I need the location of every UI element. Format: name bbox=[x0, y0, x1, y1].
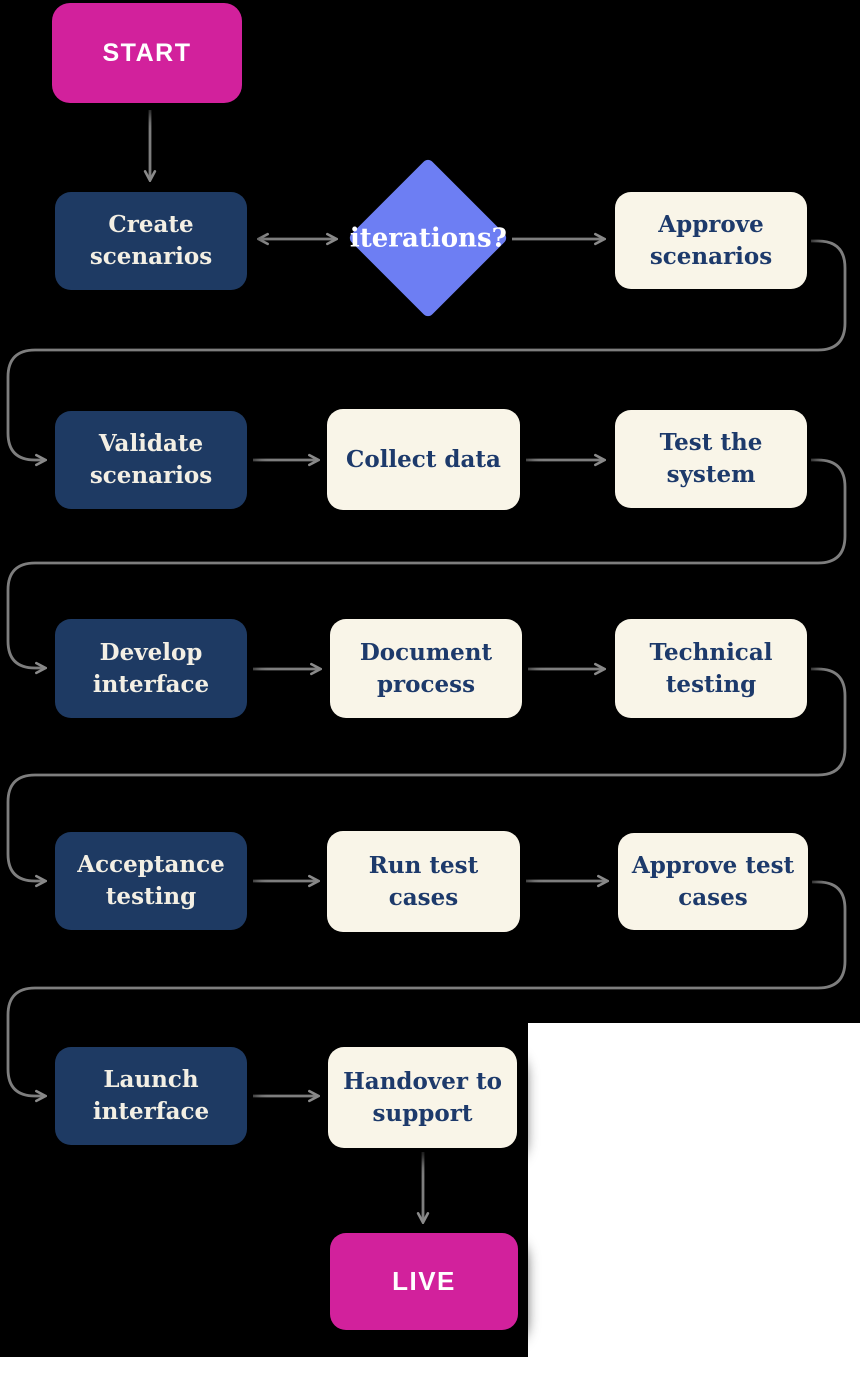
node-label: Document process bbox=[359, 638, 493, 698]
node-validate-scenarios: Validate scenarios bbox=[55, 411, 247, 509]
node-label: Launch interface bbox=[92, 1066, 210, 1125]
node-label: Handover to support bbox=[343, 1067, 502, 1127]
node-acceptance-testing: Acceptance testing bbox=[55, 832, 247, 930]
node-run-test-cases: Run test cases bbox=[327, 831, 520, 932]
node-label: Collect data bbox=[346, 445, 501, 473]
node-test-system: Test the system bbox=[615, 410, 807, 508]
node-document-process: Document process bbox=[330, 619, 522, 718]
node-label: LIVE bbox=[392, 1265, 456, 1296]
node-approve-scenarios: Approve scenarios bbox=[615, 192, 807, 289]
node-label: START bbox=[102, 38, 192, 67]
node-label: Approve scenarios bbox=[649, 210, 773, 270]
node-label: Develop interface bbox=[92, 638, 210, 698]
node-handover-support: Handover to support bbox=[328, 1047, 517, 1148]
node-start: START bbox=[52, 3, 242, 103]
node-launch-interface: Launch interface bbox=[55, 1047, 247, 1145]
node-label: Acceptance testing bbox=[77, 851, 225, 910]
node-technical-testing: Technical testing bbox=[615, 619, 807, 718]
node-create-scenarios: Create scenarios bbox=[55, 192, 247, 290]
page-background-cutout bbox=[528, 1023, 860, 1357]
node-label: Create scenarios bbox=[89, 211, 213, 270]
node-live: LIVE bbox=[330, 1233, 518, 1330]
node-label: Technical testing bbox=[649, 638, 773, 698]
node-develop-interface: Develop interface bbox=[55, 619, 247, 718]
node-label: Run test cases bbox=[368, 851, 479, 911]
node-approve-test-cases: Approve test cases bbox=[618, 833, 808, 930]
node-label: Test the system bbox=[659, 429, 763, 488]
node-label: Approve test cases bbox=[631, 851, 795, 911]
node-collect-data: Collect data bbox=[327, 409, 520, 510]
node-label: iterations? bbox=[349, 223, 507, 254]
node-label: Validate scenarios bbox=[89, 430, 213, 489]
